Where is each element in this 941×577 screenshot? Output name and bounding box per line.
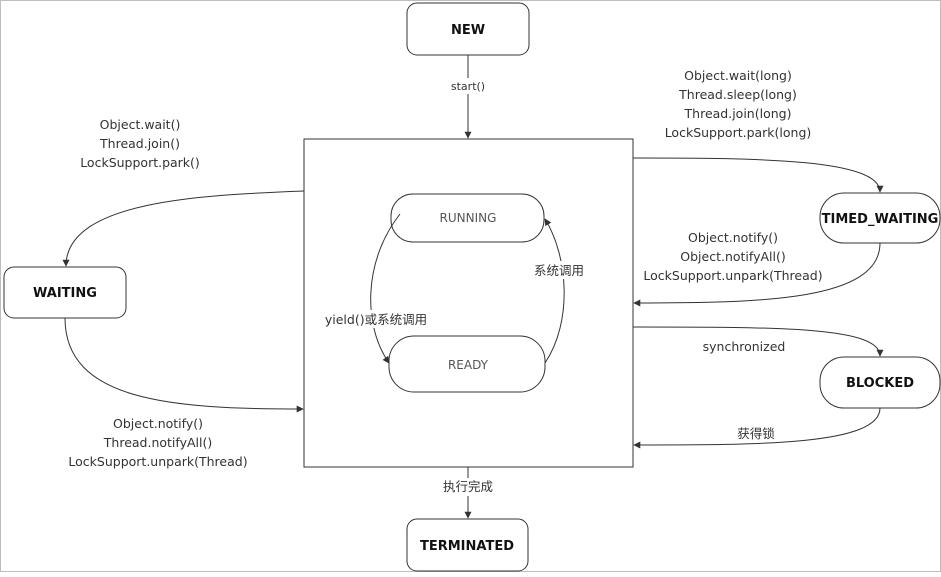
syscall-label-bg (529, 261, 589, 279)
label-to-timed-waiting-line: Thread.join(long) (684, 106, 792, 121)
edge-from-timed-waiting (633, 242, 881, 307)
edge-from-waiting (64, 317, 304, 413)
label-to-timed-waiting-line: LockSupport.park(long) (665, 125, 812, 140)
state-ready-label: READY (448, 358, 489, 372)
label-from-blocked: 获得锁 (737, 426, 775, 441)
state-terminated-label: TERMINATED (420, 539, 514, 554)
label-from-timed-waiting-line: LockSupport.unpark(Thread) (643, 268, 822, 283)
state-new: NEW (406, 2, 530, 56)
state-blocked: BLOCKED (819, 356, 941, 409)
label-to-waiting: Object.wait() Thread.join() LockSupport.… (80, 117, 200, 170)
label-from-timed-waiting-line: Object.notify() (688, 230, 778, 245)
label-to-terminated: 执行完成 (443, 479, 493, 494)
state-ready: READY (388, 335, 546, 393)
label-from-waiting-line: Object.notify() (113, 416, 203, 431)
label-from-timed-waiting-line: Object.notifyAll() (680, 249, 785, 264)
label-from-waiting: Object.notify() Thread.notifyAll() LockS… (68, 416, 247, 469)
edge-to-timed-waiting (632, 157, 884, 193)
label-to-waiting-line: Object.wait() (100, 117, 181, 132)
label-running-to-ready: yield()或系统调用 (325, 312, 427, 327)
edge-to-waiting (62, 190, 305, 267)
runnable-container (303, 138, 634, 468)
label-to-timed-waiting-line: Thread.sleep(long) (678, 87, 797, 102)
edge-running-to-ready (370, 213, 401, 364)
start-label-bg (448, 78, 488, 94)
label-to-timed-waiting-line: Object.wait(long) (684, 68, 792, 83)
edge-to-blocked (632, 326, 884, 357)
state-running-label: RUNNING (440, 211, 497, 225)
label-ready-to-running: 系统调用 (534, 263, 584, 278)
label-to-waiting-line: Thread.join() (99, 136, 180, 151)
state-waiting-label: WAITING (33, 286, 97, 301)
yield-label-bg (319, 310, 435, 328)
edge-ready-to-running (544, 218, 565, 364)
state-waiting: WAITING (3, 266, 127, 319)
label-from-waiting-line: LockSupport.unpark(Thread) (68, 454, 247, 469)
state-terminated: TERMINATED (406, 518, 529, 572)
state-timed-waiting-label: TIMED_WAITING (822, 212, 939, 227)
label-to-waiting-line: LockSupport.park() (80, 155, 200, 170)
label-start: start() (451, 80, 485, 93)
label-to-blocked: synchronized (703, 339, 786, 354)
state-blocked-label: BLOCKED (846, 376, 914, 391)
label-to-timed-waiting: Object.wait(long) Thread.sleep(long) Thr… (665, 68, 812, 140)
label-from-timed-waiting: Object.notify() Object.notifyAll() LockS… (643, 230, 822, 283)
state-timed-waiting: TIMED_WAITING (819, 192, 941, 244)
terminated-label-bg (438, 478, 498, 496)
label-from-waiting-line: Thread.notifyAll() (103, 435, 212, 450)
state-new-label: NEW (451, 23, 485, 38)
edge-from-blocked (633, 407, 881, 449)
state-running: RUNNING (390, 193, 545, 243)
